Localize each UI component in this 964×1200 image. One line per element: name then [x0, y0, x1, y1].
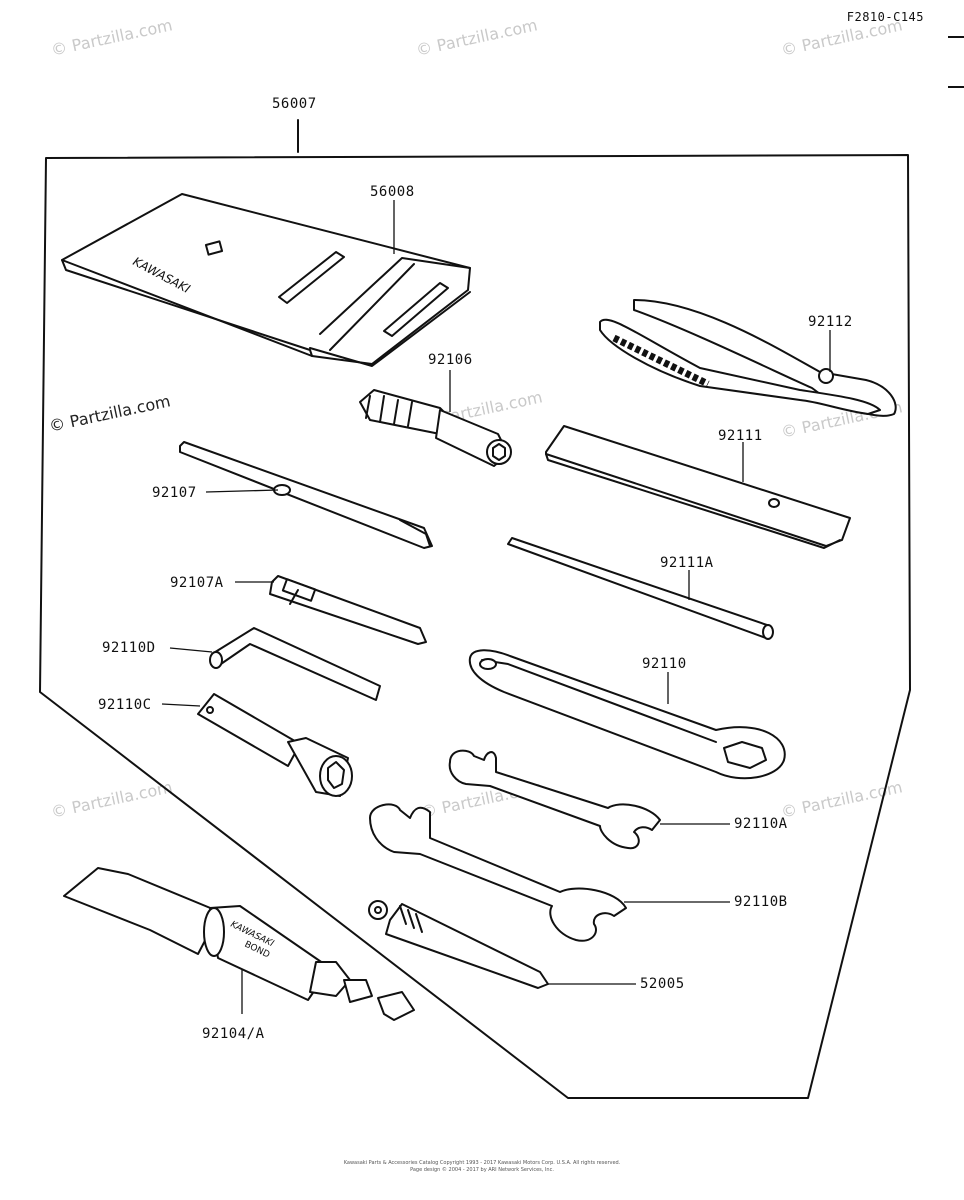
- callout-52005: 52005: [640, 976, 685, 992]
- bond-tube: KAWASAKI BOND: [63, 867, 415, 1021]
- handle: [359, 389, 512, 467]
- callout-92111a: 92111A: [660, 555, 714, 571]
- plug-wrench: [197, 693, 353, 797]
- callout-92104a: 92104/A: [202, 1026, 265, 1042]
- callout-56007: 56007: [272, 96, 317, 112]
- drawing-code: F2810-C145: [846, 10, 924, 24]
- callout-92110b: 92110B: [734, 894, 788, 910]
- footer-line1: Kawasaki Parts & Accessories Catalog Cop…: [343, 1160, 621, 1166]
- pliers: [599, 299, 897, 417]
- callout-92110d: 92110D: [102, 640, 156, 656]
- callout-56008: 56008: [370, 184, 415, 200]
- copyright-footer: Kawasaki Parts & Accessories Catalog Cop…: [0, 1160, 964, 1174]
- rod: [507, 537, 774, 640]
- edge-mark-bottom: [948, 86, 964, 88]
- hex-key: [209, 627, 381, 701]
- kit-boundary: [39, 119, 911, 1099]
- bit: [269, 575, 427, 645]
- callout-92111: 92111: [718, 428, 763, 444]
- edge-mark-top: [948, 36, 964, 38]
- tool-bag: KAWASAKI: [61, 193, 471, 367]
- callout-92107: 92107: [152, 485, 197, 501]
- ring-spanner: [468, 649, 786, 780]
- callout-92110c: 92110C: [98, 697, 152, 713]
- callout-92107a: 92107A: [170, 575, 224, 591]
- leader-lines: [161, 200, 831, 1014]
- callout-92106: 92106: [428, 352, 473, 368]
- callout-92110: 92110: [642, 656, 687, 672]
- screwdriver: [179, 441, 433, 549]
- pressure-gauge: [368, 900, 549, 989]
- open-spanner-a: [448, 749, 661, 850]
- callout-92112: 92112: [808, 314, 853, 330]
- callout-92110a: 92110A: [734, 816, 788, 832]
- flat-bar: [545, 425, 851, 549]
- open-spanner-b: [369, 803, 627, 942]
- footer-line2: Page design © 2004 - 2017 by ARI Network…: [410, 1167, 554, 1173]
